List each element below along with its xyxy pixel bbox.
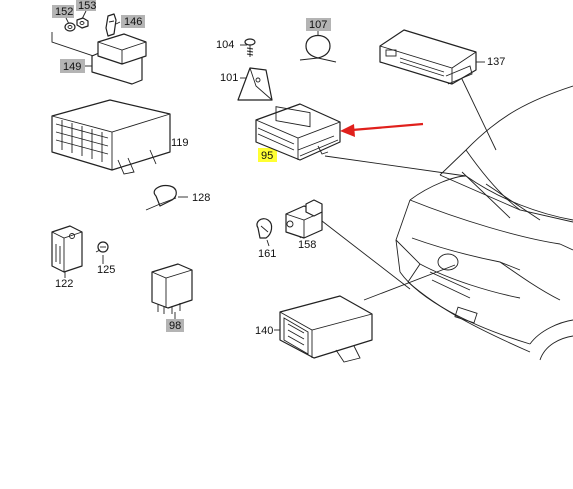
red-arrow bbox=[340, 122, 424, 137]
callout-158[interactable]: 158 bbox=[298, 239, 316, 251]
callout-153-highlight bbox=[76, 0, 96, 11]
vehicle-front bbox=[395, 85, 573, 361]
part-104-screw bbox=[244, 38, 256, 57]
callout-128[interactable]: 128 bbox=[192, 192, 210, 204]
part-98-relay bbox=[151, 263, 193, 314]
callout-161[interactable]: 161 bbox=[258, 248, 276, 260]
callout-122[interactable]: 122 bbox=[55, 278, 73, 290]
part-146-clip bbox=[105, 13, 117, 37]
callout-95[interactable]: 95 bbox=[261, 150, 273, 162]
callout-137[interactable]: 137 bbox=[487, 56, 505, 68]
callout-107-highlight bbox=[306, 18, 331, 31]
part-149-bracket bbox=[51, 32, 147, 85]
callout-98[interactable]: 98 bbox=[169, 320, 181, 332]
part-137-module bbox=[379, 29, 477, 85]
part-125-screw bbox=[95, 241, 109, 253]
part-158-switch bbox=[285, 199, 323, 239]
callout-95-highlight bbox=[258, 148, 277, 162]
callout-152[interactable]: 152 bbox=[55, 6, 73, 18]
part-128-cable-tie bbox=[145, 185, 177, 211]
callout-146[interactable]: 146 bbox=[124, 16, 142, 28]
callout-149-highlight bbox=[60, 59, 85, 73]
part-101-bracket bbox=[237, 67, 273, 101]
callout-107[interactable]: 107 bbox=[309, 19, 327, 31]
callout-152-highlight bbox=[52, 5, 74, 18]
part-107-cable-tie bbox=[299, 34, 337, 63]
part-153-nut bbox=[76, 17, 89, 29]
part-119-control-unit bbox=[51, 99, 171, 175]
callout-149[interactable]: 149 bbox=[63, 61, 81, 73]
callout-101[interactable]: 101 bbox=[220, 72, 238, 84]
part-140-control-unit bbox=[279, 295, 373, 363]
callout-104[interactable]: 104 bbox=[216, 39, 234, 51]
callout-98-highlight bbox=[166, 319, 184, 332]
part-152-washer bbox=[64, 22, 76, 32]
callout-146-highlight bbox=[121, 15, 145, 28]
callout-125[interactable]: 125 bbox=[97, 264, 115, 276]
callout-140[interactable]: 140 bbox=[255, 325, 273, 337]
part-122-relay bbox=[51, 225, 83, 273]
part-161-clip bbox=[256, 218, 273, 239]
part-95-control-unit bbox=[255, 103, 341, 161]
callout-119[interactable]: 119 bbox=[171, 137, 189, 149]
callout-153[interactable]: 153 bbox=[78, 0, 96, 12]
